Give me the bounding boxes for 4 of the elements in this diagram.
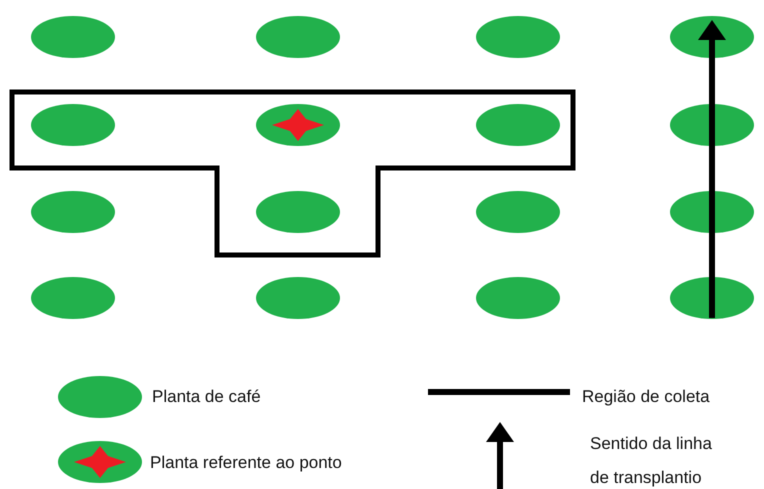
legend-label: Planta de café	[152, 386, 262, 408]
legend-label: Planta referente ao ponto	[150, 452, 343, 474]
legend-label: Sentido da linha de transplantio	[590, 433, 713, 489]
legend-label: Região de coleta	[582, 386, 711, 408]
